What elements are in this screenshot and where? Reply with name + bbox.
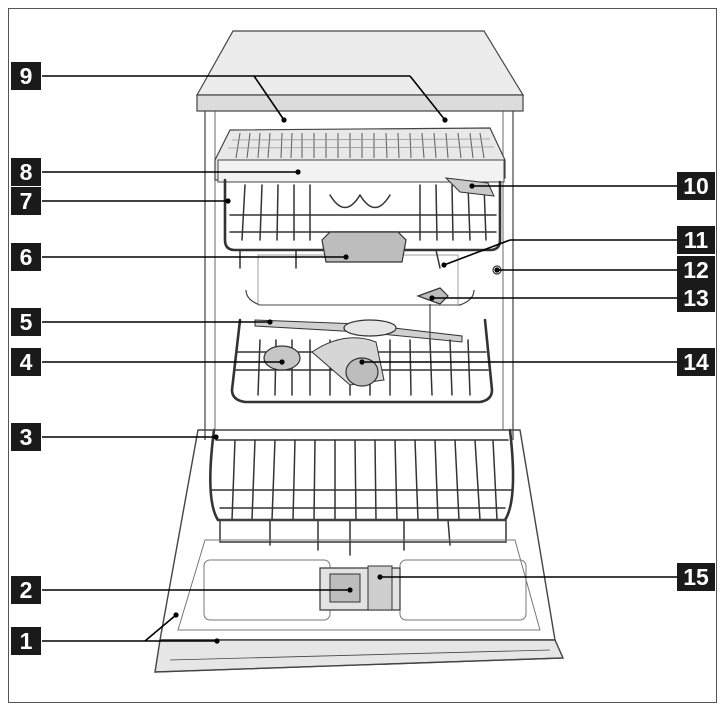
leader-lines — [42, 75, 680, 644]
upper-basket — [223, 177, 502, 269]
open-door — [154, 429, 565, 673]
callout-8: 8 — [11, 158, 41, 186]
callout-11: 11 — [677, 226, 715, 254]
callout-13: 13 — [677, 284, 715, 312]
callout-5: 5 — [11, 308, 41, 336]
worktop — [195, 30, 525, 112]
callout-2: 2 — [11, 576, 41, 604]
callout-15: 15 — [677, 563, 715, 591]
callout-4: 4 — [11, 348, 41, 376]
callout-9: 9 — [11, 62, 41, 90]
spray-arms — [254, 265, 502, 345]
callout-3: 3 — [11, 423, 41, 451]
callout-14: 14 — [677, 348, 715, 376]
callout-1: 1 — [11, 627, 41, 655]
lower-basket — [230, 318, 494, 404]
figure-border — [8, 8, 717, 703]
callout-7: 7 — [11, 187, 41, 215]
callout-6: 6 — [11, 243, 41, 271]
callout-12: 12 — [677, 256, 715, 284]
cutlery-drawer — [214, 127, 506, 183]
callout-10: 10 — [677, 172, 715, 200]
door-rack — [209, 428, 515, 556]
